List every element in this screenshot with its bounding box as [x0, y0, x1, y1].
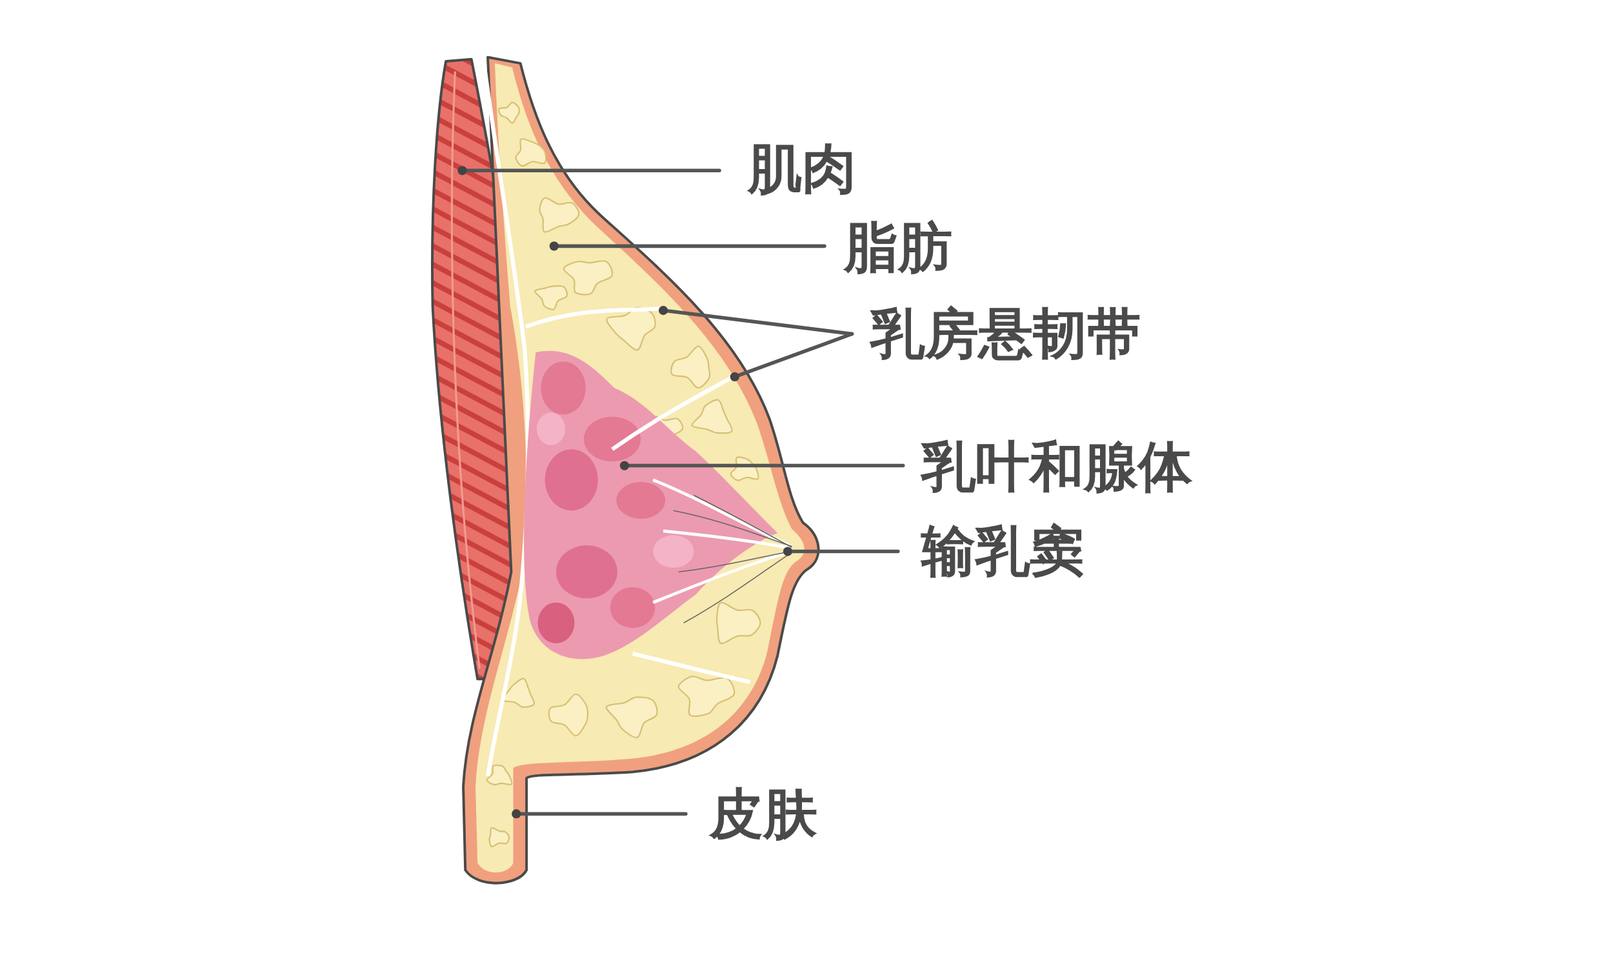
gland-lobes-part	[523, 350, 778, 660]
gland-lobes-part	[540, 361, 586, 415]
leader-lines-part	[734, 333, 853, 377]
leader-lines-part	[663, 310, 853, 334]
suspensory-ligaments-part	[632, 653, 751, 682]
fat-lobule	[498, 102, 520, 124]
milk-ducts-part	[694, 494, 793, 548]
milk-ducts-part	[683, 552, 793, 623]
gland-lobes	[523, 350, 778, 660]
gland-lobes-part	[556, 545, 618, 599]
leader-dots-part	[783, 546, 793, 556]
gland-lobes-part	[545, 449, 599, 511]
leader-dots-part	[457, 165, 467, 175]
fat-lobule	[730, 456, 759, 480]
fascia-line-part	[483, 61, 529, 777]
part-label: 皮肤	[709, 781, 818, 847]
leader-dots-part	[730, 372, 740, 382]
gland-lobes-part	[652, 534, 694, 568]
fat-lobule	[692, 400, 733, 434]
part-label: 乳叶和腺体	[921, 434, 1193, 500]
part-label: 输乳窦	[921, 518, 1084, 584]
fat-lobule	[606, 307, 655, 351]
fat-lobule	[516, 138, 547, 166]
leader-dots-part	[549, 241, 559, 251]
leader-dots-part	[658, 305, 668, 315]
milk-ducts-part	[678, 551, 793, 573]
fat-lobule	[670, 346, 710, 388]
fat-lobule	[678, 676, 735, 717]
suspensory-ligaments-part	[525, 308, 664, 327]
leader-dots-part	[511, 809, 521, 819]
fascia-line	[483, 61, 529, 777]
fat-lobule	[534, 285, 568, 310]
suspensory-ligaments	[525, 308, 751, 682]
milk-ducts-part	[673, 510, 792, 546]
fat-lobule	[489, 827, 510, 847]
leader-lines-part	[554, 244, 825, 249]
gland-lobes-part	[536, 412, 566, 446]
gland-lobes-part	[538, 602, 575, 644]
leader-lines-part	[787, 549, 899, 554]
fat-lobule	[549, 694, 588, 737]
milk-ducts	[652, 480, 792, 624]
milk-ducts-part	[652, 551, 792, 603]
part-label: 乳房悬韧带	[870, 301, 1142, 367]
leader-lines	[461, 170, 903, 814]
part-label: 肌肉	[747, 136, 857, 202]
leader-dots-part	[620, 460, 630, 470]
leader-lines-part	[624, 463, 904, 468]
fat-lobule	[539, 198, 579, 233]
leader-lines-part	[516, 811, 686, 816]
leader-lines-part	[461, 169, 720, 173]
pectoral-muscle-part	[451, 71, 480, 670]
leader-dots	[457, 165, 793, 819]
gland-lobes-part	[583, 416, 642, 462]
part-label: 脂肪	[843, 214, 953, 280]
gland-lobes-part	[610, 587, 656, 628]
fat-lobule	[563, 260, 613, 295]
fat-lobule	[716, 602, 761, 644]
suspensory-ligaments-part	[612, 374, 737, 450]
gland-lobes-part	[616, 481, 666, 519]
fat-lobule	[606, 696, 658, 738]
